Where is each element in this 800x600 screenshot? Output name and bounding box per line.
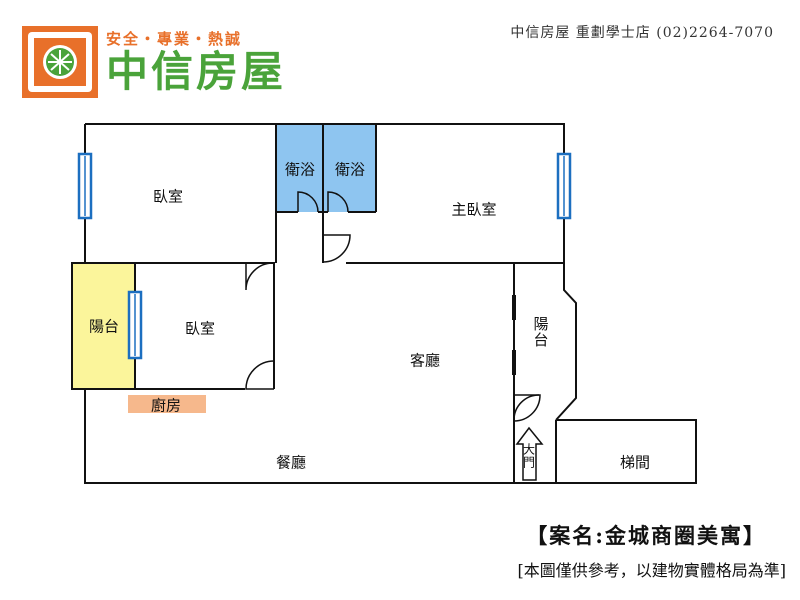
disclaimer-text: [本圖僅供參考，以建物實體格局為準]	[517, 561, 787, 580]
room-label-bedroom-1: 臥室	[152, 187, 184, 206]
company-logo: 安全・專業・熱誠 中信房屋	[22, 26, 307, 100]
balcony-left-fill	[72, 263, 135, 389]
room-label-bathroom-2: 衛浴	[334, 160, 366, 179]
room-label-balcony-left: 陽台	[88, 317, 120, 336]
logo-emblem-icon	[22, 26, 98, 98]
company-slogan: 安全・專業・熱誠	[106, 30, 243, 48]
bathroom-2-fill	[323, 124, 376, 212]
case-title: 【案名:金城商圈美寓】	[526, 523, 766, 548]
room-label-bathroom-1: 衛浴	[284, 160, 316, 179]
store-contact-info: 中信房屋 重劃學士店 (02)2264-7070	[510, 25, 774, 41]
company-name: 中信房屋	[106, 47, 287, 96]
room-label-master-bedroom: 主臥室	[451, 200, 497, 219]
kitchen-fill	[128, 395, 206, 413]
room-label-living-room: 客廳	[409, 351, 441, 370]
bathroom-1-fill	[276, 124, 323, 212]
main-door-arrow-icon	[515, 426, 544, 481]
windows	[77, 152, 572, 360]
room-label-dining-room: 餐廳	[275, 453, 307, 472]
room-label-bedroom-2: 臥室	[184, 319, 216, 338]
room-label-stairwell: 梯間	[619, 453, 651, 472]
walls	[71, 123, 697, 484]
doors	[245, 191, 541, 422]
room-label-kitchen: 廚房	[150, 396, 182, 415]
room-label-main-door: 大門	[521, 443, 536, 469]
room-label-balcony-right: 陽台	[531, 316, 550, 348]
